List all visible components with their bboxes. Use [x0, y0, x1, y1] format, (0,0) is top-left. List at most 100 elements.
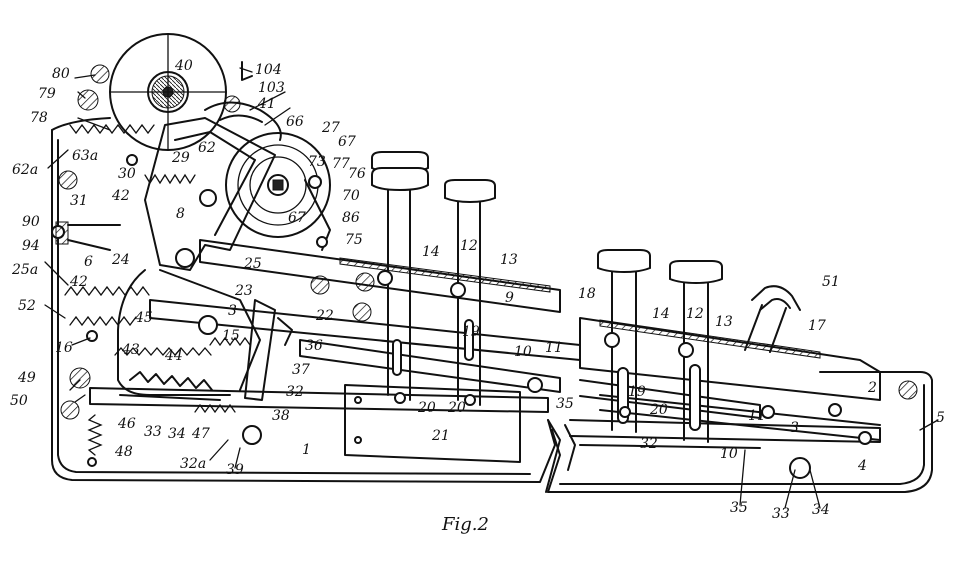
ref-label: 31 — [70, 193, 88, 209]
frame-plate-right — [547, 371, 933, 493]
ref-label: 12 — [460, 238, 478, 254]
block-21 — [344, 384, 521, 463]
drum-40 — [109, 33, 227, 151]
ref-label: 19 — [628, 384, 646, 400]
ref-label: 70 — [342, 188, 360, 204]
slide-bar-10 — [299, 339, 761, 419]
ref-label: 25 — [243, 256, 262, 272]
ref-label: 4 — [857, 458, 867, 474]
screw-79 — [77, 89, 99, 111]
ref-label: 3 — [790, 420, 799, 436]
ref-label: 103 — [258, 80, 285, 96]
frame-plate-left — [51, 117, 556, 483]
ref-label: 62 — [198, 140, 216, 156]
ref-label: 35 — [556, 396, 574, 412]
bracket-51 — [744, 285, 801, 353]
reference-labels: 80 40 104 79 103 78 41 66 27 67 62 63a 6… — [10, 58, 945, 522]
ref-label: 46 — [117, 416, 136, 432]
ref-label: 45 — [134, 310, 153, 326]
ref-label: 44 — [164, 348, 183, 364]
ref-label: 11 — [545, 340, 563, 356]
ref-label: 38 — [272, 408, 290, 424]
screw-left-mid — [58, 170, 78, 190]
ref-label: 90 — [22, 214, 40, 230]
tab-90-94 — [55, 221, 121, 251]
ref-label: 9 — [505, 290, 514, 306]
screw-80 — [90, 64, 110, 84]
gap-break — [545, 419, 576, 493]
ref-label: 20 — [417, 400, 436, 416]
ref-label: 10 — [720, 446, 738, 462]
ref-label: 3 — [228, 303, 237, 319]
ref-label: 10 — [514, 344, 532, 360]
ref-label: 63a — [72, 148, 98, 164]
pin-49 — [69, 367, 91, 389]
spring-43 — [114, 347, 212, 356]
ref-label: 80 — [52, 66, 70, 82]
key-stem-1 — [371, 151, 429, 401]
figure-caption: Fig.2 — [441, 514, 489, 535]
ref-label: 40 — [174, 58, 193, 74]
ref-label: 86 — [342, 210, 360, 226]
screw-mid — [352, 302, 372, 322]
ref-label: 94 — [22, 238, 40, 254]
screw-upper-mid — [355, 272, 375, 292]
ref-label: 52 — [18, 298, 36, 314]
pawl-37 — [244, 299, 293, 401]
ref-label: 24 — [111, 252, 130, 268]
ref-label: 49 — [17, 370, 36, 386]
ref-label: 67 — [338, 134, 356, 150]
ref-label: 13 — [715, 314, 733, 330]
ref-label: 16 — [55, 340, 73, 356]
spring-48 — [87, 414, 103, 456]
ref-label: 32 — [640, 436, 658, 452]
ref-label: 48 — [114, 444, 133, 460]
ref-label: 21 — [431, 428, 450, 444]
slide-bar-3 — [149, 299, 881, 441]
ref-label: 104 — [255, 62, 282, 78]
ref-label: 43 — [121, 342, 140, 358]
ref-label: 66 — [286, 114, 304, 130]
spring-62a — [69, 123, 155, 135]
lever-8 — [144, 117, 276, 271]
ref-label: 51 — [822, 274, 840, 290]
ref-label: 6 — [84, 254, 93, 270]
ref-label: 78 — [30, 110, 48, 126]
ref-label: 33 — [144, 424, 162, 440]
ref-label: 34 — [168, 426, 186, 442]
ref-label: 35 — [730, 500, 748, 516]
ref-label: 12 — [686, 306, 704, 322]
ref-label: 47 — [191, 426, 210, 442]
screw-left-low — [60, 400, 80, 420]
ref-label: 14 — [652, 306, 670, 322]
ref-label: 20 — [649, 402, 668, 418]
ratchet-33 — [119, 371, 221, 401]
ref-label: 30 — [118, 166, 136, 182]
spring-30 — [144, 173, 196, 185]
ref-label: 79 — [38, 86, 56, 102]
ref-label: 11 — [748, 408, 766, 424]
spring-25a — [64, 285, 150, 297]
ref-label: 1 — [302, 442, 311, 458]
ref-label: 32a — [180, 456, 206, 472]
ref-label: 14 — [422, 244, 440, 260]
ref-label: 22 — [315, 308, 334, 324]
ref-label: 8 — [176, 206, 185, 222]
ref-label: 17 — [808, 318, 826, 334]
lever-75-76 — [304, 175, 331, 251]
ref-label: 73 — [308, 154, 326, 170]
ref-label: 39 — [226, 462, 244, 478]
ref-label: 42 — [69, 274, 88, 290]
ref-label: 76 — [348, 166, 366, 182]
screw-103 — [223, 95, 241, 113]
ref-label: 25a — [11, 262, 38, 278]
slide-bar-9-right — [579, 317, 881, 401]
ref-label: 50 — [10, 393, 28, 409]
screw-2 — [898, 380, 918, 400]
ref-label: 67 — [288, 210, 306, 226]
ref-label: 29 — [171, 150, 190, 166]
rod-104 — [241, 61, 253, 81]
ref-label: 2 — [867, 380, 877, 396]
leader-lines — [44, 67, 939, 509]
